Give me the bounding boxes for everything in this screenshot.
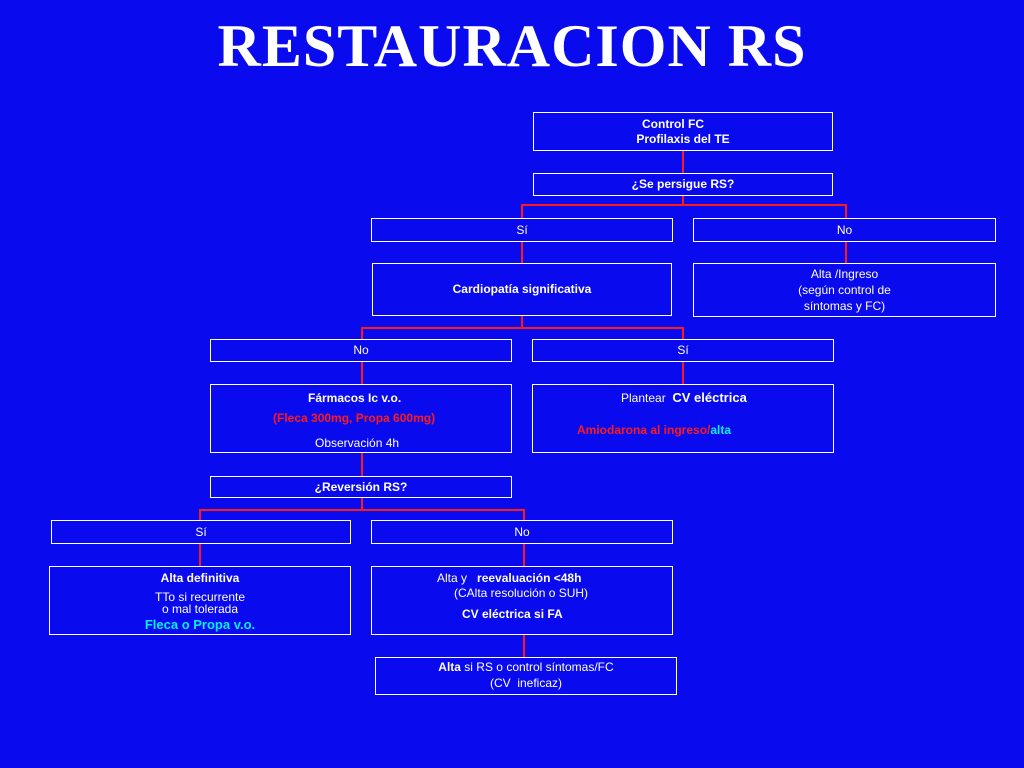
no-box-3: No xyxy=(371,520,673,544)
final-control-label: si RS o control síntomas/FC xyxy=(460,660,614,674)
connector-line xyxy=(361,327,684,329)
si-label: Sí xyxy=(516,222,528,237)
si-box-1: Sí xyxy=(371,218,673,242)
mal-tolerada-label: o mal tolerada xyxy=(161,602,239,616)
observacion-label: Observación 4h xyxy=(315,436,400,450)
si-label: Sí xyxy=(195,524,207,539)
control-fc-box: Control FC Profilaxis del TE xyxy=(533,112,833,151)
final-alta-line: Alta si RS o control síntomas/FC xyxy=(376,659,676,675)
plantear-line: Plantear CV eléctrica xyxy=(621,390,747,406)
connector-line xyxy=(361,327,363,339)
connector-line xyxy=(682,196,684,205)
sintomas-fc-label: síntomas y FC) xyxy=(803,299,886,313)
amiodarona-line: Amiodarona al ingreso/alta xyxy=(577,423,731,438)
alta-definitiva-label: Alta definitiva xyxy=(160,571,240,585)
farmacos-label: Fármacos Ic v.o. xyxy=(308,391,402,405)
cv-electrica-fa-label: CV eléctrica si FA xyxy=(462,607,563,621)
reevaluacion-label: reevaluación <48h xyxy=(477,571,582,585)
cardiopatia-box: Cardiopatía significativa xyxy=(372,263,672,316)
cardiopatia-label: Cardiopatía significativa xyxy=(452,282,592,296)
final-alta-box: Alta si RS o control síntomas/FC (CV ine… xyxy=(375,657,677,695)
connector-line xyxy=(682,151,684,173)
calta-resolucion-label: (CAlta resolución o SUH) xyxy=(454,586,589,600)
farmacos-box: Fármacos Ic v.o. (Fleca 300mg, Propa 600… xyxy=(210,384,512,453)
alta-definitiva-box: Alta definitiva TTo si recurrente o mal … xyxy=(49,566,351,635)
connector-line xyxy=(361,453,363,476)
connector-line xyxy=(199,544,201,566)
dose-open-paren: ( xyxy=(273,411,277,425)
reversion-rs-box: ¿Reversión RS? xyxy=(210,476,512,498)
cv-electrica-label: CV eléctrica xyxy=(672,390,747,405)
cv-ineficaz-label: (CV ineficaz) xyxy=(489,676,563,690)
connector-line xyxy=(845,242,847,263)
no-label: No xyxy=(836,222,853,237)
connector-line xyxy=(361,498,363,510)
connector-line xyxy=(521,204,523,218)
reevaluacion-box: Alta y reevaluación <48h (CAlta resoluci… xyxy=(371,566,673,635)
segun-control-label: (según control de xyxy=(798,283,891,297)
connector-line xyxy=(523,544,525,566)
connector-line xyxy=(523,509,525,520)
fleca-propa-label: Fleca o Propa v.o. xyxy=(144,617,256,632)
no-box-1: No xyxy=(693,218,996,242)
cv-electrica-box: Plantear CV eléctrica Amiodarona al ingr… xyxy=(532,384,834,453)
si-box-3: Sí xyxy=(51,520,351,544)
connector-line xyxy=(199,509,201,520)
alta-y-label: Alta y xyxy=(437,571,468,585)
no-box-2: No xyxy=(210,339,512,362)
reversion-rs-label: ¿Reversión RS? xyxy=(314,479,408,494)
no-label: No xyxy=(514,524,530,539)
profilaxis-label: Profilaxis del TE xyxy=(636,131,730,146)
connector-line xyxy=(521,204,847,206)
connector-line xyxy=(361,362,363,384)
control-fc-label: Control FC xyxy=(642,116,704,131)
alta-ingreso-box: Alta /Ingreso (según control de síntomas… xyxy=(693,263,996,317)
connector-line xyxy=(521,316,523,328)
final-alta-label: Alta xyxy=(438,660,461,674)
alta-ingreso-label: Alta /Ingreso xyxy=(810,267,879,281)
connector-line xyxy=(682,327,684,339)
connector-line xyxy=(199,509,525,511)
alta-reevaluacion-line: Alta y reevaluación <48h xyxy=(437,571,581,586)
plantear-label: Plantear xyxy=(621,391,666,405)
dose-drugs-label: Fleca 300mg, Propa 600mg xyxy=(277,411,432,425)
dose-close-paren: ) xyxy=(431,411,436,425)
tto-recurrente-label: TTo si recurrente xyxy=(154,590,246,604)
connector-line xyxy=(523,635,525,657)
amiodarona-label: Amiodarona al ingreso/ xyxy=(577,423,711,437)
se-persigue-rs-box: ¿Se persigue RS? xyxy=(533,173,833,196)
si-box-2: Sí xyxy=(532,339,834,362)
si-label: Sí xyxy=(677,343,689,357)
se-persigue-rs-label: ¿Se persigue RS? xyxy=(631,177,735,191)
connector-line xyxy=(682,362,684,384)
farmacos-dose-line: (Fleca 300mg, Propa 600mg) xyxy=(273,411,435,426)
connector-line xyxy=(845,204,847,218)
alta-highlight-label: alta xyxy=(710,423,732,437)
no-label: No xyxy=(353,343,369,357)
page-title: RESTAURACION RS xyxy=(217,13,807,79)
connector-line xyxy=(521,242,523,263)
